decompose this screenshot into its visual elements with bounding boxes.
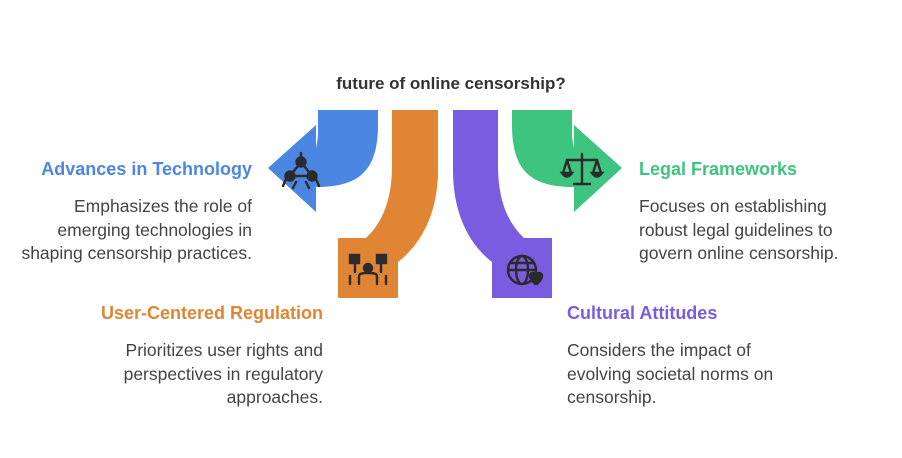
branch-technology-heading: Advances in Technology (41, 159, 252, 179)
branch-cultural-description: Considers the impact of evolving societa… (567, 340, 774, 407)
branch-cultural-heading: Cultural Attitudes (567, 303, 718, 323)
protest-people-icon (348, 253, 388, 286)
branch-legal-description: Focuses on establishing robust legal gui… (639, 196, 839, 263)
arrow-user (338, 110, 438, 298)
branch-user: User-Centered Regulation Prioritizes use… (70, 301, 323, 410)
scales-of-justice-icon (559, 152, 605, 186)
branch-cultural: Cultural Attitudes Considers the impact … (567, 301, 817, 410)
atom-molecule-icon (281, 151, 321, 190)
branch-technology: Advances in Technology Emphasizes the ro… (20, 157, 252, 266)
branch-technology-description: Emphasizes the role of emerging technolo… (21, 196, 252, 263)
branch-legal: Legal Frameworks Focuses on establishing… (639, 157, 879, 266)
diagram-title: future of online censorship? (336, 74, 566, 93)
branch-user-description: Prioritizes user rights and perspectives… (123, 340, 323, 407)
arrow-technology (268, 110, 378, 212)
arrow-cultural (453, 110, 552, 298)
branch-user-heading: User-Centered Regulation (100, 303, 323, 323)
globe-heart-icon (506, 254, 544, 286)
branch-legal-heading: Legal Frameworks (639, 159, 798, 179)
